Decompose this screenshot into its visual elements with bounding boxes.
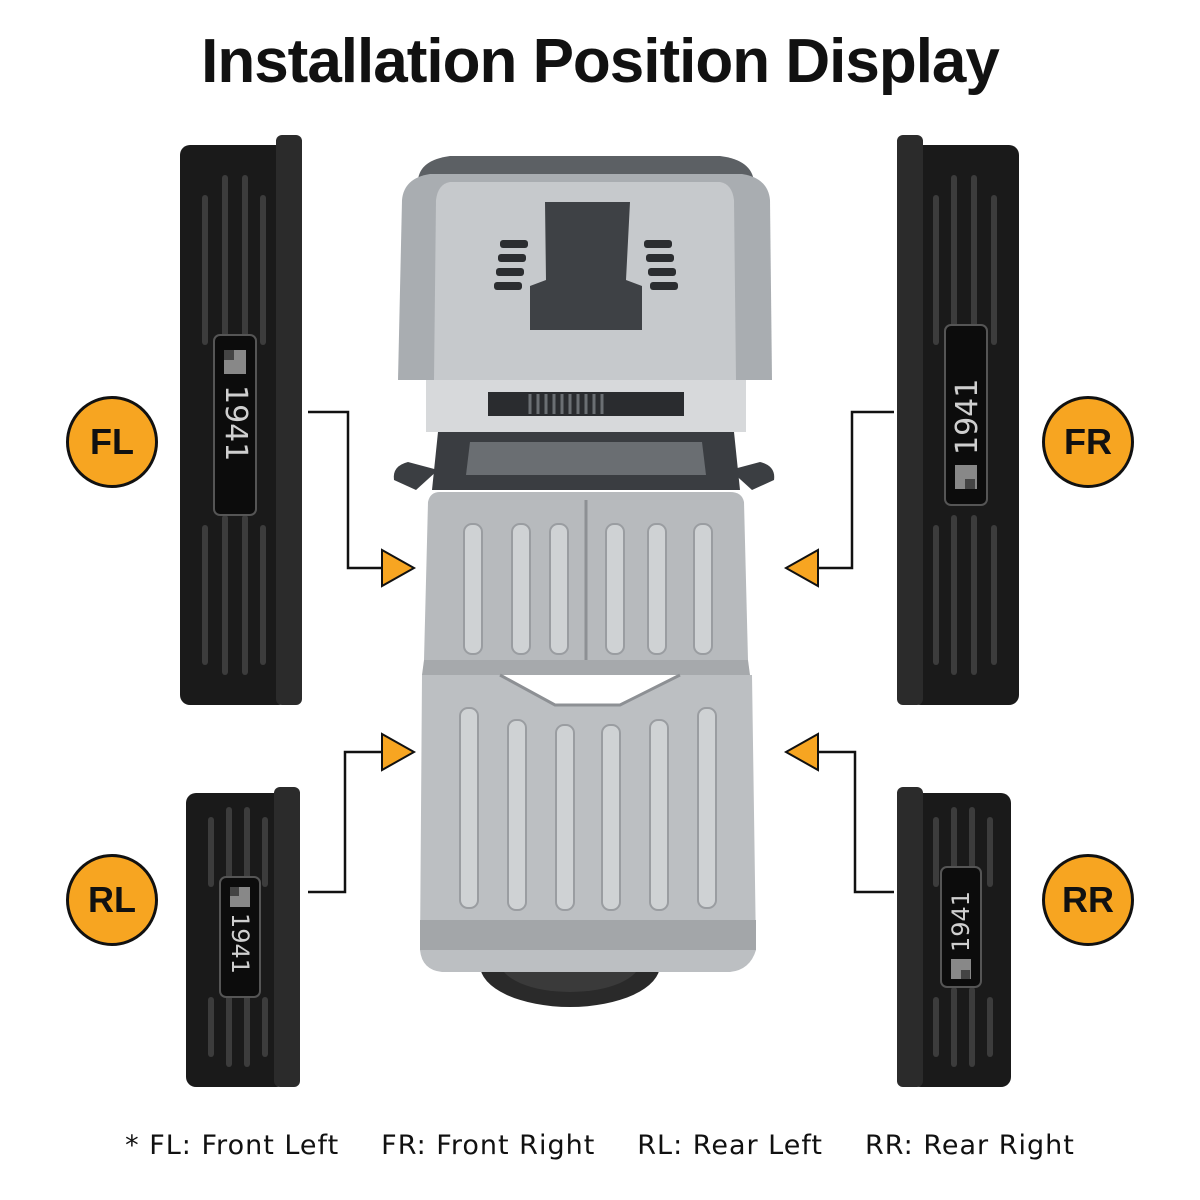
badge-rl: RL bbox=[66, 854, 158, 946]
badge-fr: FR bbox=[1042, 396, 1134, 488]
badge-rr: RR bbox=[1042, 854, 1134, 946]
legend-rl: RL: Rear Left bbox=[637, 1130, 823, 1161]
position-legend: * FL: Front Left FR: Front Right RL: Rea… bbox=[0, 1130, 1200, 1161]
legend-fl: * FL: Front Left bbox=[125, 1130, 340, 1161]
vehicle-top-view bbox=[393, 156, 775, 1007]
fl-connector-line bbox=[308, 410, 382, 570]
emblem-number-rl: 1941 bbox=[226, 913, 254, 974]
fl-arrow-icon bbox=[381, 548, 417, 588]
legend-rr: RR: Rear Right bbox=[864, 1130, 1075, 1161]
fr-connector-line bbox=[818, 410, 894, 570]
fr-arrow-icon bbox=[783, 548, 819, 588]
flag-emblem-icon bbox=[230, 887, 250, 907]
rr-arrow-icon bbox=[783, 732, 819, 772]
rear-right-sill-plate: 1941 bbox=[897, 787, 1011, 1087]
emblem-number-rr: 1941 bbox=[947, 891, 975, 952]
emblem-number-fl: 1941 bbox=[218, 385, 253, 461]
flag-emblem-icon bbox=[224, 350, 246, 374]
rl-connector-line bbox=[308, 750, 382, 894]
rl-arrow-icon bbox=[381, 732, 417, 772]
flag-emblem-icon bbox=[951, 959, 971, 979]
page-title: Installation Position Display bbox=[201, 27, 1000, 96]
emblem-number-fr: 1941 bbox=[950, 379, 985, 455]
legend-fr: FR: Front Right bbox=[381, 1130, 596, 1161]
rear-left-sill-plate: 1941 bbox=[186, 787, 300, 1087]
rr-connector-line bbox=[818, 750, 894, 894]
flag-emblem-icon bbox=[955, 465, 977, 489]
front-right-sill-plate: 1941 bbox=[897, 135, 1019, 705]
badge-fl: FL bbox=[66, 396, 158, 488]
front-left-sill-plate: 1941 bbox=[180, 135, 302, 705]
